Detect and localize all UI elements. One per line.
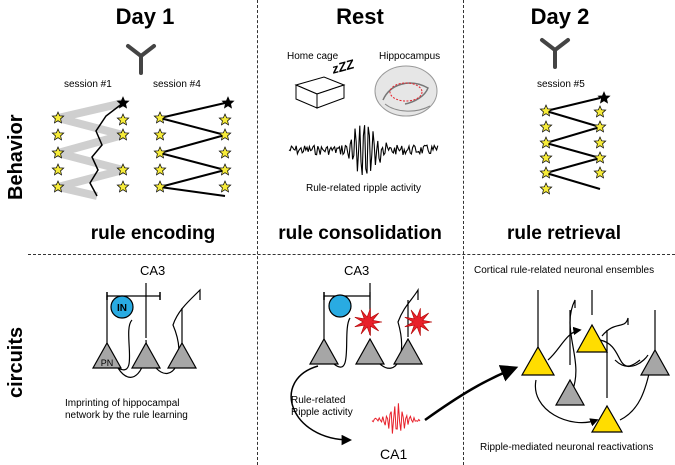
reward-star-icon <box>539 104 553 117</box>
phase-rule-consolidation: rule consolidation <box>278 223 442 244</box>
day2-circuit <box>534 290 656 427</box>
ca3-label-day1: CA3 <box>140 263 166 278</box>
pyramidal-label: PN <box>101 358 114 368</box>
ripple-trace-rest <box>288 125 439 176</box>
reward-star-icon <box>218 163 232 176</box>
interneuron-label: IN <box>117 303 127 314</box>
session-4-trajectory <box>159 102 226 197</box>
imprinting-caption-line1: Imprinting of hippocampal <box>65 398 180 409</box>
reward-star-icon <box>51 128 65 141</box>
cortical-ensembles-caption: Cortical rule-related neuronal ensembles <box>474 265 655 276</box>
activity-burst-2 <box>404 308 433 336</box>
reward-star-icon <box>218 113 232 126</box>
ripple-reactivation-caption: Ripple-mediated neuronal reactivations <box>480 442 654 453</box>
imprinting-caption-line2: network by the rule learning <box>65 410 188 421</box>
hippocampus-brain-icon <box>374 65 438 117</box>
reward-star-icon <box>51 180 65 193</box>
reward-star-icon <box>539 120 553 133</box>
reward-star-icon <box>116 128 130 141</box>
divider-day1-rest <box>257 0 258 465</box>
phase-rule-encoding: rule encoding <box>90 223 216 244</box>
reward-star-icon <box>153 128 167 141</box>
reward-star-icon <box>218 128 232 141</box>
reward-star-icon <box>116 113 130 126</box>
reward-star-icon <box>153 163 167 176</box>
phase-rule-retrieval: rule retrieval <box>506 223 622 244</box>
reactivation-arrow <box>424 365 519 422</box>
reward-star-icon <box>593 136 607 149</box>
hippocampus-label: Hippocampus <box>379 51 441 62</box>
pyramidal-neuron-1 <box>91 341 123 369</box>
reward-star-icon <box>539 182 553 195</box>
reward-star-icon <box>116 163 130 176</box>
divider-behavior-circuits <box>28 254 675 255</box>
reward-stars <box>51 91 611 195</box>
reward-star-icon <box>593 105 607 118</box>
reward-star-icon <box>218 146 232 159</box>
session-1-label: session #1 <box>64 79 112 90</box>
reward-star-icon <box>153 146 167 159</box>
reward-star-icon <box>539 166 553 179</box>
reward-star-icon <box>51 163 65 176</box>
reward-star-icon <box>51 146 65 159</box>
reward-star-icon <box>116 180 130 193</box>
goal-star-icon <box>116 96 130 109</box>
day1-circuit <box>91 283 201 378</box>
rest-circuit <box>290 283 433 446</box>
reward-star-icon <box>153 111 167 124</box>
activity-burst-1 <box>354 308 383 336</box>
goal-star-icon <box>597 91 611 104</box>
ca3-label-rest: CA3 <box>344 263 370 278</box>
session-5-label: session #5 <box>537 79 585 90</box>
reward-star-icon <box>539 136 553 149</box>
ripple-activity-caption-line2: Ripple activity <box>291 407 353 418</box>
session-1-trajectory <box>54 99 127 200</box>
column-title-day2: Day 2 <box>530 4 590 29</box>
y-maze-icon-day1 <box>126 44 156 75</box>
reward-star-icon <box>593 151 607 164</box>
goal-star-icon <box>221 96 235 109</box>
ripple-trace-ca1 <box>371 403 421 434</box>
reward-star-icon <box>51 111 65 124</box>
interneuron-circle <box>110 295 134 319</box>
reward-star-icon <box>153 180 167 193</box>
column-title-rest: Rest <box>336 4 384 29</box>
session-4-label: session #4 <box>153 79 201 90</box>
interneuron-circle-rest <box>328 294 352 318</box>
reward-star-icon <box>218 180 232 193</box>
home-cage-icon <box>294 76 346 109</box>
y-maze-icon-day2 <box>540 38 570 69</box>
session-5-trajectory <box>545 97 601 190</box>
reward-star-icon <box>593 120 607 133</box>
reward-star-icon <box>539 151 553 164</box>
ripple-caption: Rule-related ripple activity <box>306 183 422 194</box>
pyramidal-neuron-3 <box>166 341 198 369</box>
column-title-day1: Day 1 <box>115 4 175 29</box>
cortical-neurons <box>520 323 671 433</box>
ca1-label: CA1 <box>380 446 408 462</box>
divider-rest-day2 <box>463 0 464 465</box>
pyramidal-neuron-2 <box>130 341 162 369</box>
reward-star-icon <box>593 166 607 179</box>
home-cage-label: Home cage <box>287 51 339 62</box>
ripple-activity-caption-line1: Rule-related <box>291 395 346 406</box>
